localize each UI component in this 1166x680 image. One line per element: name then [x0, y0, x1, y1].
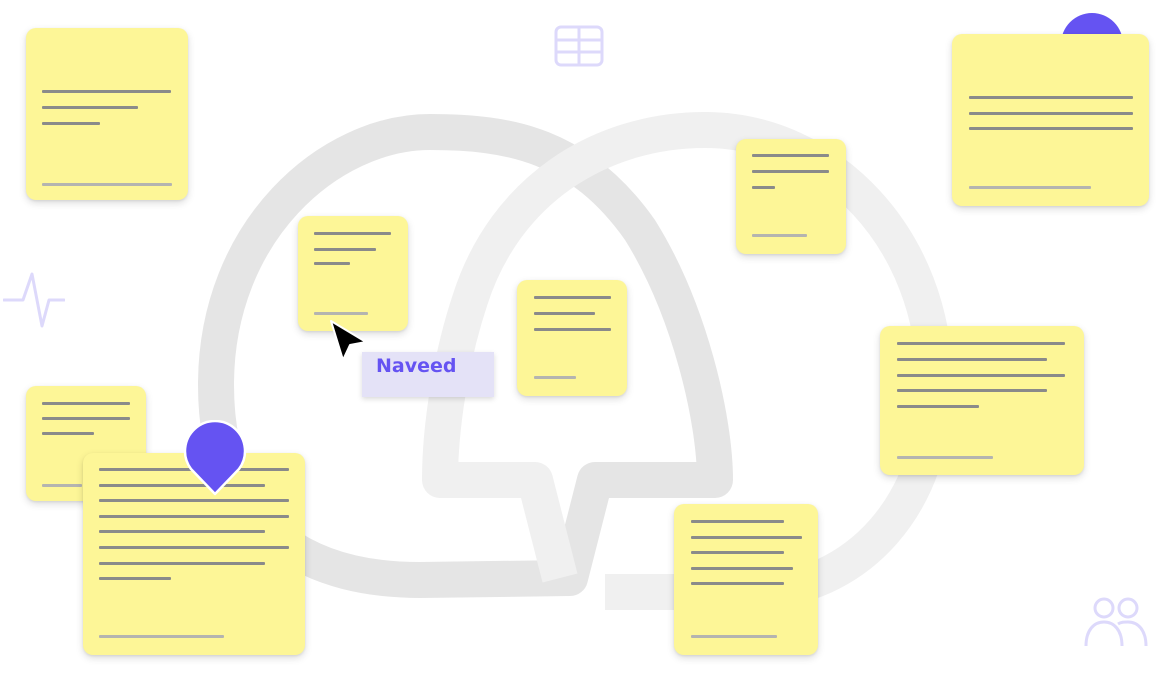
activity-icon: [3, 272, 65, 328]
sticky-note[interactable]: [298, 216, 408, 331]
note-text-line: [42, 402, 130, 405]
users-icon: [1084, 597, 1148, 647]
note-text-line: [691, 520, 784, 523]
collaborator-name-tag: Naveed: [362, 352, 494, 397]
sticky-note[interactable]: [517, 280, 627, 396]
note-footer-line: [897, 456, 993, 459]
note-text-line: [691, 551, 784, 554]
note-text-line: [691, 582, 784, 585]
sticky-note[interactable]: [880, 326, 1084, 475]
collaborator-name: Naveed: [376, 355, 457, 377]
note-footer-line: [42, 484, 82, 487]
note-text-line: [752, 154, 829, 157]
note-text-line: [752, 186, 775, 189]
note-text-line: [42, 417, 130, 420]
note-text-line: [314, 232, 391, 235]
note-text-line: [42, 90, 171, 93]
note-text-line: [534, 312, 595, 315]
sticky-note[interactable]: [952, 34, 1149, 206]
note-text-line: [534, 328, 611, 331]
note-text-line: [42, 122, 100, 125]
note-text-line: [314, 248, 376, 251]
cursor-icon: [330, 320, 367, 361]
note-text-line: [897, 405, 979, 408]
note-footer-line: [99, 635, 224, 638]
note-text-line: [99, 546, 289, 549]
note-footer-line: [752, 234, 807, 237]
note-text-line: [691, 567, 793, 570]
sticky-note[interactable]: [674, 504, 818, 655]
note-text-line: [897, 389, 1047, 392]
note-text-line: [752, 170, 829, 173]
table-icon: [554, 25, 604, 67]
note-footer-line: [969, 186, 1091, 189]
sticky-note[interactable]: [83, 453, 305, 655]
note-text-line: [99, 499, 289, 502]
note-text-line: [969, 127, 1133, 130]
note-footer-line: [42, 183, 172, 186]
note-footer-line: [534, 376, 576, 379]
sticky-note[interactable]: [26, 28, 188, 200]
note-text-line: [897, 374, 1065, 377]
note-text-line: [691, 536, 802, 539]
location-pin-icon[interactable]: [182, 420, 248, 496]
note-text-line: [534, 296, 611, 299]
note-text-line: [99, 562, 265, 565]
note-text-line: [42, 106, 138, 109]
note-text-line: [99, 577, 171, 580]
note-text-line: [99, 530, 265, 533]
note-footer-line: [691, 635, 777, 638]
note-text-line: [42, 432, 94, 435]
note-text-line: [314, 262, 350, 265]
note-text-line: [897, 358, 1047, 361]
note-text-line: [897, 342, 1065, 345]
note-text-line: [99, 484, 265, 487]
note-footer-line: [314, 312, 368, 315]
note-text-line: [969, 96, 1133, 99]
logo-ring-right: [422, 112, 953, 610]
note-text-line: [969, 112, 1133, 115]
sticky-note[interactable]: [736, 139, 846, 254]
note-text-line: [99, 515, 289, 518]
